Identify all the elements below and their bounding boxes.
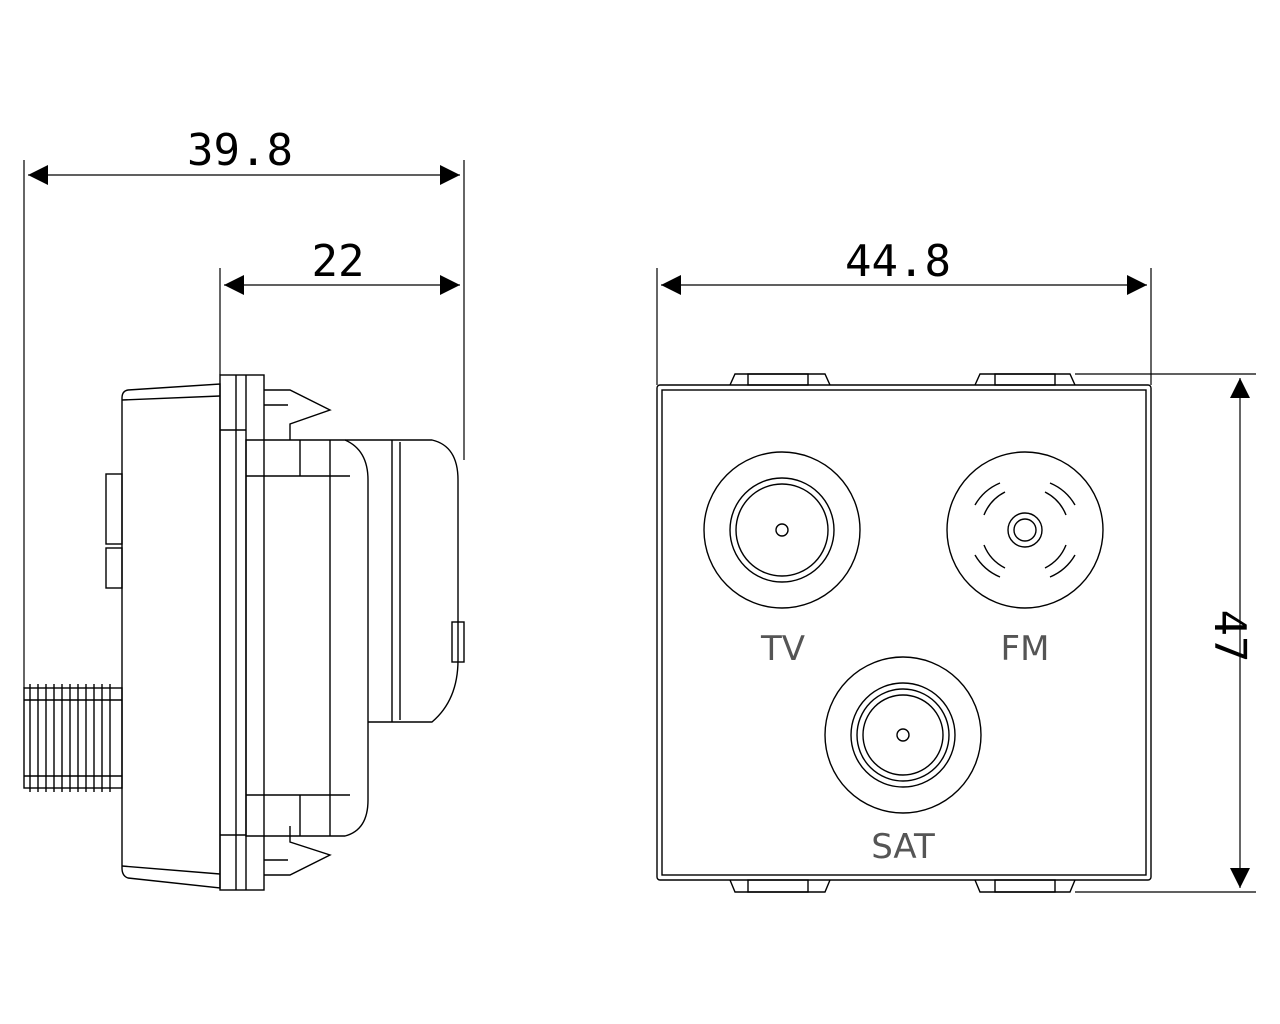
f-connector-thread (23, 684, 123, 792)
tv-label: TV (760, 629, 805, 669)
front-width-label: 44.8 (845, 236, 951, 287)
fm-label: FM (1001, 629, 1050, 669)
tv-socket (703, 451, 861, 609)
side-view (23, 374, 465, 891)
overall-depth-label: 39.8 (187, 125, 293, 176)
front-height-label: 47 (1204, 610, 1255, 663)
fm-socket (946, 451, 1104, 609)
body-depth-label: 22 (312, 236, 365, 287)
sat-socket (824, 656, 982, 814)
sat-label: SAT (871, 827, 935, 867)
side-dimension-lines (23, 160, 465, 688)
front-dimension-lines (656, 268, 1256, 893)
front-view (656, 373, 1152, 893)
